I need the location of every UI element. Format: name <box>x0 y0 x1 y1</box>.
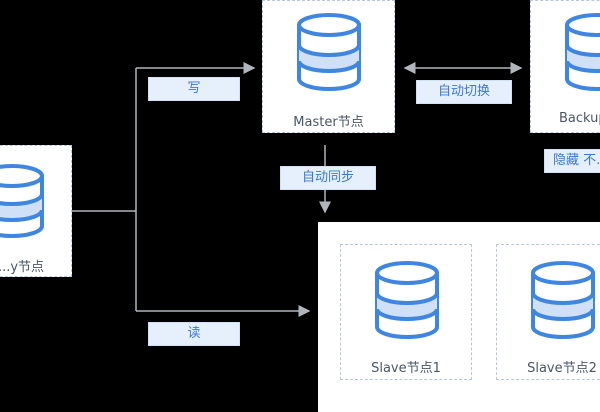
slave2-node-label: Slave节点2 <box>527 361 597 376</box>
auto-switch-chip: 自动切换 <box>416 80 512 104</box>
database-icon <box>297 13 361 91</box>
master-node-label: Master节点 <box>293 115 364 130</box>
database-icon <box>565 13 600 91</box>
database-icon <box>375 261 439 339</box>
master-node: Master节点 <box>262 0 395 133</box>
database-icon <box>0 164 44 238</box>
proxy-node: ...y节点 <box>0 145 72 277</box>
read-chip: 读 <box>148 322 240 346</box>
slave1-node-label: Slave节点1 <box>371 361 441 376</box>
auto-sync-chip: 自动同步 <box>280 166 376 190</box>
write-chip: 写 <box>148 77 240 101</box>
slave2-node: Slave节点2 <box>496 244 600 380</box>
backup-node-label: Backup... <box>559 111 600 126</box>
slave1-node: Slave节点1 <box>340 244 472 380</box>
proxy-node-label: ...y节点 <box>0 260 45 275</box>
backup-node: Backup... <box>530 0 600 133</box>
hidden-chip: 隐藏 不... <box>544 149 600 173</box>
database-icon <box>531 261 595 339</box>
